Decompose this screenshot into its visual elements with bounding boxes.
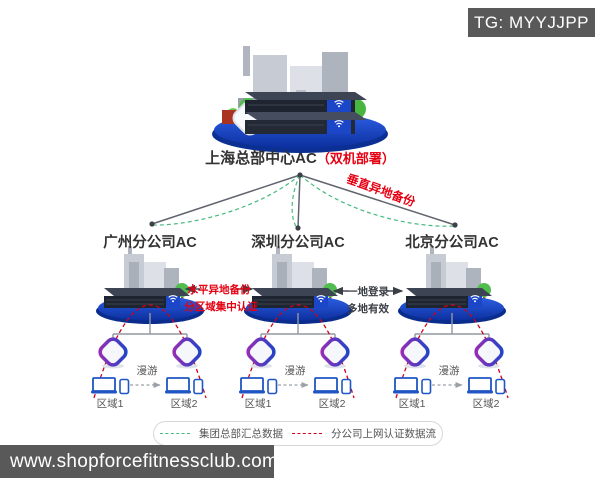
zone1-label: 区域1 [96, 398, 124, 410]
zone1-label: 区域1 [398, 398, 426, 410]
valid-everywhere-label: 多地有效 [347, 303, 389, 315]
site-url-watermark: www.shopforcefitnessclub.com [0, 445, 278, 478]
roaming-label: 漫游 [284, 365, 306, 377]
login-once-label: 一地登录 [347, 286, 389, 298]
ac-device-icon [245, 92, 367, 114]
zone2-label: 区域2 [318, 398, 346, 410]
legend-auth-dash-icon [292, 433, 322, 434]
hq-sync-curve [299, 174, 455, 227]
roaming-label: 漫游 [438, 365, 460, 377]
hq-cluster [212, 46, 388, 153]
telegram-watermark-badge: TG: MYYJJPP [468, 8, 595, 37]
branch-label-guangzhou: 广州分公司AC [103, 235, 197, 251]
hq-branch-links [149, 172, 458, 231]
ac-device-icon [245, 112, 367, 134]
annotation-arrows [184, 284, 404, 296]
legend-auth-label: 分公司上网认证数据流 [331, 428, 436, 440]
horizontal-backup-label: 水平异地备份 [187, 284, 251, 296]
zone1-label: 区域1 [244, 398, 272, 410]
legend: 集团总部汇总数据 分公司上网认证数据流 [153, 421, 443, 446]
hq-label: 上海总部中心AC（双机部署） [205, 147, 395, 168]
branch-label-shenzhen: 深圳分公司AC [251, 235, 345, 251]
zone2-label: 区域2 [170, 398, 198, 410]
branch-label-beijing: 北京分公司AC [405, 235, 499, 251]
legend-hq-label: 集团总部汇总数据 [199, 428, 283, 440]
regional-auth-label: 分区域集中认证 [184, 301, 258, 313]
hq-name: 上海总部中心AC [205, 150, 317, 167]
hq-sync-curve [291, 174, 301, 229]
legend-hq-dash-icon [160, 433, 190, 434]
hq-deploy-note: （双机部署） [316, 151, 395, 166]
zone2-label: 区域2 [472, 398, 500, 410]
roaming-label: 漫游 [136, 365, 158, 377]
